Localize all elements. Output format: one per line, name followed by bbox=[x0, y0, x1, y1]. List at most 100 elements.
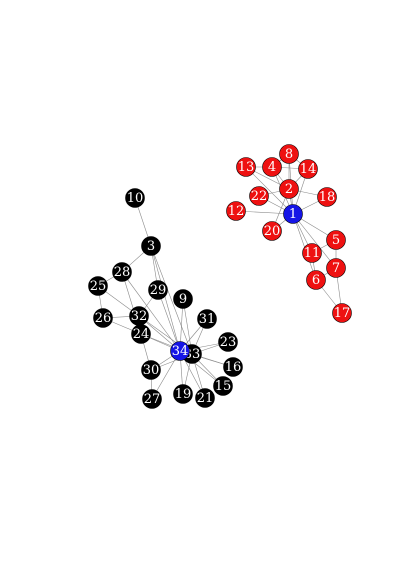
node-29: 29 bbox=[148, 280, 168, 300]
node-31: 31 bbox=[197, 309, 217, 329]
node-circle bbox=[173, 289, 193, 309]
node-circle bbox=[298, 159, 318, 179]
node-circle bbox=[195, 388, 215, 408]
node-circle bbox=[141, 236, 161, 256]
node-label: 3 bbox=[147, 239, 155, 254]
node-23: 23 bbox=[218, 332, 238, 352]
edge-29-34 bbox=[157, 289, 181, 352]
node-label: 11 bbox=[304, 246, 321, 261]
node-32: 32 bbox=[129, 306, 149, 326]
node-24: 24 bbox=[131, 324, 151, 344]
node-10: 10 bbox=[125, 188, 145, 208]
node-label: 21 bbox=[197, 391, 214, 406]
node-6: 6 bbox=[306, 270, 326, 290]
node-circle bbox=[223, 357, 243, 377]
node-7: 7 bbox=[326, 258, 346, 278]
node-12: 12 bbox=[226, 201, 246, 221]
node-circle bbox=[226, 201, 246, 221]
node-label: 12 bbox=[228, 204, 245, 219]
node-label: 9 bbox=[179, 292, 187, 307]
node-30: 30 bbox=[141, 360, 161, 380]
node-label: 14 bbox=[300, 162, 317, 177]
edge-3-34 bbox=[150, 245, 181, 352]
node-13: 13 bbox=[236, 157, 256, 177]
node-label: 13 bbox=[238, 160, 255, 175]
node-22: 22 bbox=[249, 186, 269, 206]
node-label: 4 bbox=[268, 160, 276, 175]
node-label: 20 bbox=[264, 224, 281, 239]
node-label: 22 bbox=[251, 189, 268, 204]
node-25: 25 bbox=[88, 276, 108, 296]
node-circle bbox=[262, 157, 282, 177]
node-1: 1 bbox=[283, 204, 303, 224]
node-15: 15 bbox=[213, 376, 233, 396]
node-circle bbox=[306, 270, 326, 290]
node-label: 1 bbox=[289, 207, 297, 222]
node-circle bbox=[170, 341, 190, 361]
node-2: 2 bbox=[279, 179, 299, 199]
node-27: 27 bbox=[142, 389, 162, 409]
node-circle bbox=[262, 221, 282, 241]
node-circle bbox=[326, 230, 346, 250]
node-circle bbox=[197, 309, 217, 329]
node-label: 27 bbox=[144, 392, 161, 407]
node-circle bbox=[148, 280, 168, 300]
node-circle bbox=[317, 187, 337, 207]
node-20: 20 bbox=[262, 221, 282, 241]
node-21: 21 bbox=[195, 388, 215, 408]
node-label: 26 bbox=[95, 311, 112, 326]
node-label: 19 bbox=[175, 387, 192, 402]
node-3: 3 bbox=[141, 236, 161, 256]
node-label: 7 bbox=[332, 261, 340, 276]
node-label: 32 bbox=[131, 309, 148, 324]
node-label: 16 bbox=[225, 360, 242, 375]
node-circle bbox=[279, 179, 299, 199]
node-circle bbox=[173, 384, 193, 404]
node-circle bbox=[326, 258, 346, 278]
node-11: 11 bbox=[302, 243, 322, 263]
node-circle bbox=[302, 243, 322, 263]
node-26: 26 bbox=[93, 308, 113, 328]
node-circle bbox=[112, 262, 132, 282]
node-18: 18 bbox=[317, 187, 337, 207]
node-label: 29 bbox=[150, 283, 167, 298]
node-label: 30 bbox=[143, 363, 160, 378]
node-14: 14 bbox=[298, 159, 318, 179]
edge-1-7 bbox=[292, 213, 337, 269]
node-19: 19 bbox=[173, 384, 193, 404]
node-4: 4 bbox=[262, 157, 282, 177]
node-label: 2 bbox=[285, 182, 293, 197]
node-label: 15 bbox=[215, 379, 232, 394]
node-17: 17 bbox=[332, 303, 352, 323]
node-circle bbox=[279, 144, 299, 164]
node-label: 10 bbox=[127, 191, 144, 206]
node-circle bbox=[88, 276, 108, 296]
node-9: 9 bbox=[173, 289, 193, 309]
node-label: 24 bbox=[133, 327, 150, 342]
node-28: 28 bbox=[112, 262, 132, 282]
node-circle bbox=[125, 188, 145, 208]
node-label: 6 bbox=[312, 273, 320, 288]
node-circle bbox=[236, 157, 256, 177]
node-34: 34 bbox=[170, 341, 190, 361]
node-label: 34 bbox=[172, 344, 189, 359]
edge-1-13 bbox=[245, 166, 294, 215]
node-circle bbox=[283, 204, 303, 224]
edge-28-34 bbox=[121, 271, 181, 352]
node-circle bbox=[129, 306, 149, 326]
node-8: 8 bbox=[279, 144, 299, 164]
node-circle bbox=[141, 360, 161, 380]
edge-3-33 bbox=[150, 245, 193, 355]
node-label: 23 bbox=[220, 335, 237, 350]
node-label: 25 bbox=[90, 279, 107, 294]
node-5: 5 bbox=[326, 230, 346, 250]
node-label: 18 bbox=[319, 190, 336, 205]
node-circle bbox=[249, 186, 269, 206]
node-circle bbox=[213, 376, 233, 396]
node-circle bbox=[93, 308, 113, 328]
node-label: 17 bbox=[334, 306, 351, 321]
node-circle bbox=[142, 389, 162, 409]
node-label: 5 bbox=[332, 233, 340, 248]
